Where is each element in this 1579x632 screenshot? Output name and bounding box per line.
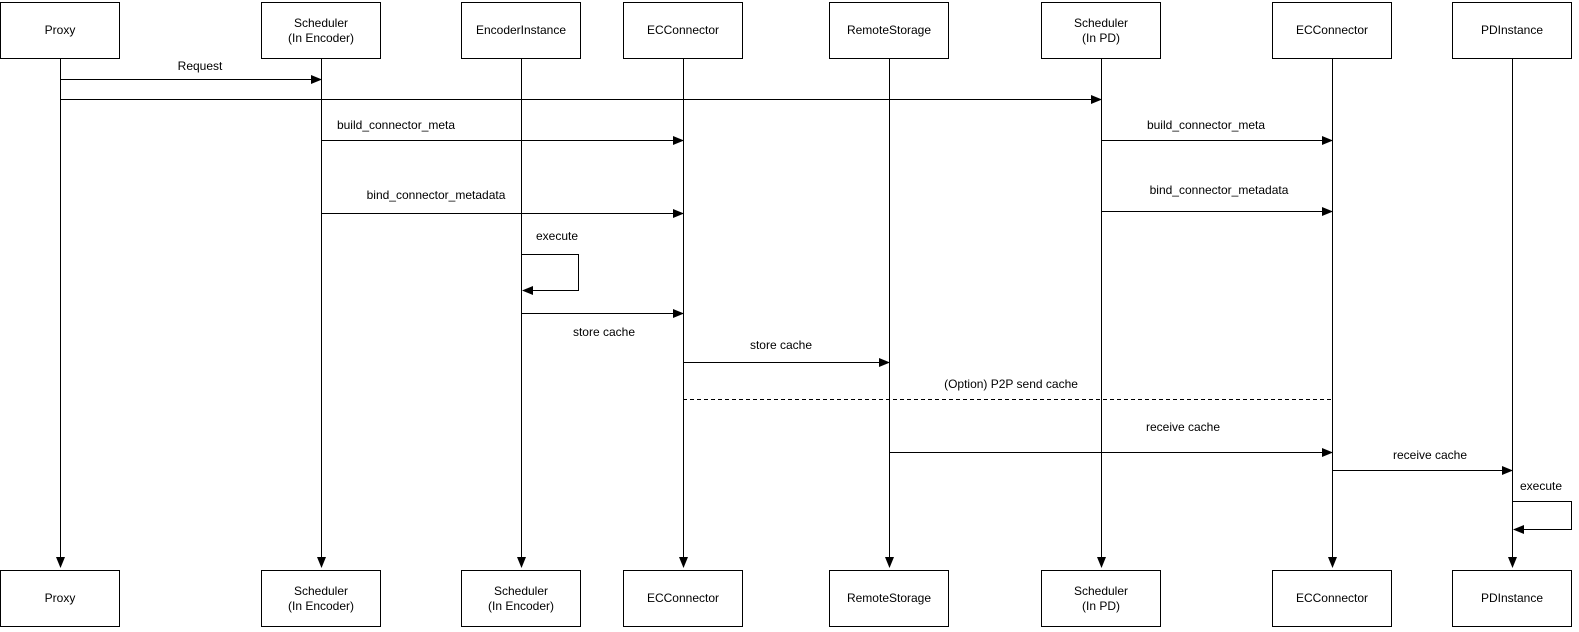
participant-bottom-box-ecconnector-pd: ECConnector bbox=[1272, 570, 1392, 627]
participant-bottom-box-scheduler-encoder: Scheduler (In Encoder) bbox=[261, 570, 381, 627]
participant-bottom-box-ecconnector-encoder: ECConnector bbox=[623, 570, 743, 627]
participant-top-box-scheduler-encoder: Scheduler (In Encoder) bbox=[261, 2, 381, 59]
message-label-8: (Option) P2P send cache bbox=[943, 377, 1079, 391]
self-message-arrow-0 bbox=[521, 254, 579, 295]
message-label-6: store cache bbox=[571, 325, 637, 339]
message-label-9: receive cache bbox=[1144, 420, 1222, 434]
participant-bottom-box-scheduler-pd: Scheduler (In PD) bbox=[1041, 570, 1161, 627]
participant-bottom-box-remote-storage: RemoteStorage bbox=[829, 570, 949, 627]
participant-top-box-scheduler-pd: Scheduler (In PD) bbox=[1041, 2, 1161, 59]
participant-top-box-remote-storage: RemoteStorage bbox=[829, 2, 949, 59]
message-label-10: receive cache bbox=[1391, 448, 1469, 462]
participant-top-box-ecconnector-pd: ECConnector bbox=[1272, 2, 1392, 59]
participant-bottom-box-proxy: Proxy bbox=[0, 570, 120, 627]
message-label-5: bind_connector_metadata bbox=[1148, 183, 1290, 197]
message-label-7: store cache bbox=[748, 338, 814, 352]
participant-top-box-ecconnector-encoder: ECConnector bbox=[623, 2, 743, 59]
participant-top-box-encoder-instance: EncoderInstance bbox=[461, 2, 581, 59]
self-message-arrow-1 bbox=[1512, 501, 1572, 534]
message-label-2: build_connector_meta bbox=[335, 118, 457, 132]
message-label-4: bind_connector_metadata bbox=[365, 188, 507, 202]
participant-bottom-box-pd-instance: PDInstance bbox=[1452, 570, 1572, 627]
participant-bottom-box-encoder-instance: Scheduler (In Encoder) bbox=[461, 570, 581, 627]
message-label-3: build_connector_meta bbox=[1145, 118, 1267, 132]
self-message-label-0: execute bbox=[534, 229, 580, 243]
self-message-label-1: execute bbox=[1518, 479, 1564, 493]
participant-top-box-pd-instance: PDInstance bbox=[1452, 2, 1572, 59]
participant-top-box-proxy: Proxy bbox=[0, 2, 120, 59]
message-label-0: Request bbox=[176, 59, 224, 73]
